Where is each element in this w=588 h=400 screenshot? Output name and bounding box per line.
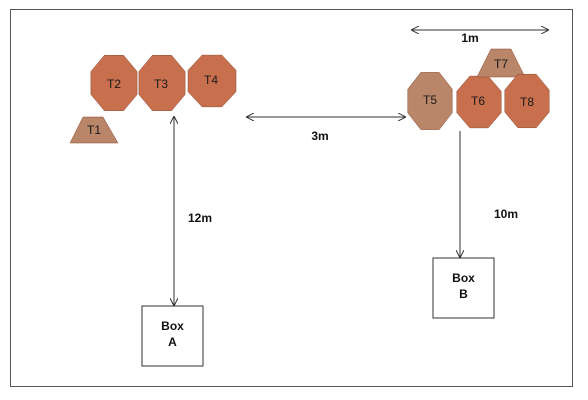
table-t6-shape bbox=[456, 75, 502, 129]
table-t1: T1 bbox=[69, 116, 119, 144]
table-t5-shape bbox=[407, 72, 453, 130]
box-a-line2: A bbox=[168, 335, 177, 349]
table-t8: T8 bbox=[504, 73, 550, 129]
table-t4: T4 bbox=[187, 54, 237, 108]
table-t7-label: T7 bbox=[494, 57, 508, 71]
table-t5: T5 bbox=[407, 72, 453, 130]
to-box-b-label: 10m bbox=[494, 207, 518, 221]
table-t6-label: T6 bbox=[471, 94, 485, 108]
between-groups-label: 3m bbox=[311, 129, 328, 143]
to-box-a-label: 12m bbox=[188, 211, 212, 225]
table-t1-label: T1 bbox=[87, 123, 101, 137]
diagram-frame bbox=[10, 9, 573, 387]
table-t4-shape bbox=[187, 54, 237, 108]
table-t7: T7 bbox=[476, 48, 526, 78]
table-t6: T6 bbox=[456, 75, 502, 129]
box-b-line1: Box bbox=[452, 271, 475, 285]
table-t3-shape bbox=[138, 55, 186, 111]
table-t3-label: T3 bbox=[154, 77, 168, 91]
table-t8-label: T8 bbox=[520, 95, 534, 109]
box-b-outline bbox=[432, 257, 495, 319]
table-t5-label: T5 bbox=[423, 93, 437, 107]
table-t8-shape bbox=[504, 73, 550, 129]
box-a-line1: Box bbox=[161, 319, 184, 333]
table-t1-shape bbox=[69, 116, 119, 144]
box-a: Box A bbox=[141, 305, 204, 367]
table-t4-label: T4 bbox=[204, 73, 218, 87]
table-t3: T3 bbox=[138, 55, 186, 111]
box-a-outline bbox=[141, 305, 204, 367]
table-t2: T2 bbox=[90, 55, 138, 111]
table-t2-label: T2 bbox=[107, 77, 121, 91]
box-b-line2: B bbox=[459, 287, 468, 301]
table-t2-shape bbox=[90, 55, 138, 111]
top-span-label: 1m bbox=[461, 31, 478, 45]
box-b: Box B bbox=[432, 257, 495, 319]
